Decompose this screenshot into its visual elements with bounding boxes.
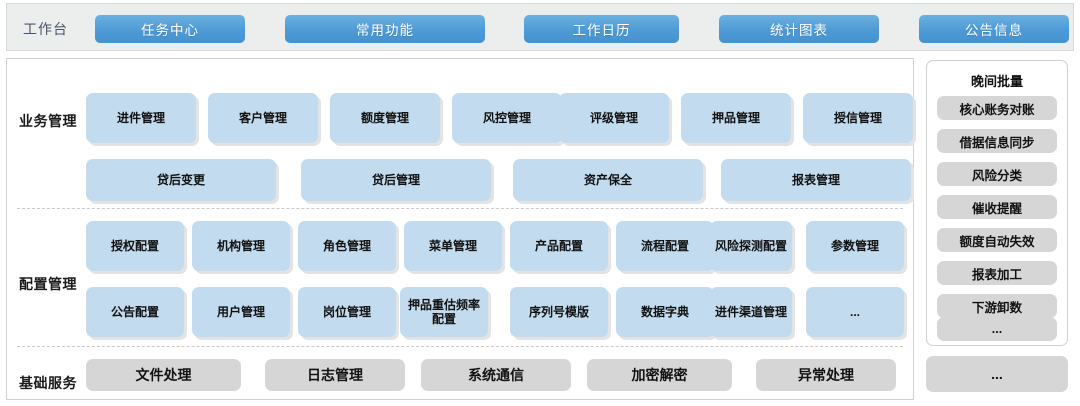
tile-s1-r1-3[interactable]: 押品重估频率配置 <box>400 287 488 337</box>
tile-label: 文件处理 <box>135 366 192 383</box>
batch-item-4[interactable]: 额度自动失效 <box>937 228 1057 252</box>
section-label-0: 业务管理 <box>19 113 77 129</box>
tile-s0-r0-2[interactable]: 额度管理 <box>330 93 440 143</box>
batch-item-5[interactable]: 报表加工 <box>937 261 1057 285</box>
tile-s1-r1-0[interactable]: 公告配置 <box>86 287 184 337</box>
toolbar-tab-4[interactable]: 公告信息 <box>919 15 1069 43</box>
tile-label: 菜单管理 <box>428 238 477 253</box>
tile-s1-r0-4[interactable]: 产品配置 <box>510 221 608 271</box>
tile-s2-r0-1[interactable]: 日志管理 <box>265 359 405 391</box>
tile-label: 日志管理 <box>307 366 363 383</box>
tile-label: 贷后管理 <box>371 172 420 187</box>
batch-item-7[interactable]: ... <box>937 317 1057 341</box>
tile-label: 机构管理 <box>216 238 265 253</box>
tile-s1-r0-0[interactable]: 授权配置 <box>86 221 184 271</box>
tile-label: 岗位管理 <box>322 304 371 319</box>
tile-label: 评级管理 <box>589 110 638 125</box>
nightly-batch-panel: 晚间批量 核心账务对账借据信息同步风险分类催收提醒额度自动失效报表加工下游卸数.… <box>926 60 1068 346</box>
batch-item-6[interactable]: 下游卸数 <box>937 294 1057 318</box>
tile-label: 流程配置 <box>640 238 689 253</box>
tile-s2-r0-3[interactable]: 加密解密 <box>587 359 732 391</box>
tile-s1-r0-7[interactable]: 参数管理 <box>806 221 904 271</box>
tile-s2-r0-2[interactable]: 系统通信 <box>421 359 571 391</box>
section-divider-0 <box>17 208 903 209</box>
tile-s2-r0-0[interactable]: 文件处理 <box>86 359 241 391</box>
tile-s0-r1-3[interactable]: 报表管理 <box>721 159 911 201</box>
tile-s0-r1-1[interactable]: 贷后管理 <box>301 159 491 201</box>
toolbar-tab-1[interactable]: 常用功能 <box>285 15 485 43</box>
toolbar-tab-0[interactable]: 任务中心 <box>95 15 245 43</box>
tile-label: 授信管理 <box>833 110 882 125</box>
tile-label: 异常处理 <box>798 366 854 383</box>
tile-s0-r1-2[interactable]: 资产保全 <box>513 159 703 201</box>
tile-label: 押品重估频率配置 <box>407 297 480 326</box>
tile-label: 客户管理 <box>238 110 287 125</box>
tile-label: 进件管理 <box>116 110 165 125</box>
top-toolbar: 工作台 任务中心 常用功能 工作日历 统计图表 公告信息 <box>6 3 1074 51</box>
tile-s2-r0-4[interactable]: 异常处理 <box>756 359 896 391</box>
tile-s1-r1-5[interactable]: 数据字典 <box>616 287 714 337</box>
tile-s0-r0-0[interactable]: 进件管理 <box>86 93 196 143</box>
batch-item-2[interactable]: 风险分类 <box>937 162 1057 186</box>
tile-label: 报表管理 <box>791 172 840 187</box>
tile-s1-r1-7[interactable]: ... <box>806 287 904 337</box>
tile-s0-r0-3[interactable]: 风控管理 <box>452 93 562 143</box>
tile-s0-r1-0[interactable]: 贷后变更 <box>86 159 276 201</box>
batch-item-0[interactable]: 核心账务对账 <box>937 96 1057 120</box>
tile-s0-r0-6[interactable]: 授信管理 <box>803 93 913 143</box>
workbench-label: 工作台 <box>23 21 68 37</box>
tile-s1-r0-1[interactable]: 机构管理 <box>192 221 290 271</box>
tile-s1-r0-6[interactable]: 风险探测配置 <box>710 221 792 271</box>
batch-item-1[interactable]: 借据信息同步 <box>937 129 1057 153</box>
tile-label: 用户管理 <box>216 304 265 319</box>
main-panel: 业务管理 进件管理 客户管理 额度管理 风控管理 评级管理 押品管理 授信管理贷后变更 贷后管理… <box>6 58 914 400</box>
section-label-2: 基础服务 <box>19 375 77 391</box>
tile-s1-r0-5[interactable]: 流程配置 <box>616 221 714 271</box>
tile-label: 角色管理 <box>322 238 371 253</box>
tile-label: 数据字典 <box>640 304 689 319</box>
tile-s1-r1-1[interactable]: 用户管理 <box>192 287 290 337</box>
tile-label: 序列号模版 <box>528 304 589 319</box>
tile-s1-r1-2[interactable]: 岗位管理 <box>298 287 396 337</box>
tile-s1-r0-3[interactable]: 菜单管理 <box>404 221 502 271</box>
tile-label: 风控管理 <box>482 110 531 125</box>
nightly-batch-title: 晚间批量 <box>970 74 1023 89</box>
tile-s0-r0-5[interactable]: 押品管理 <box>681 93 791 143</box>
tile-label: 公告配置 <box>110 304 159 319</box>
tile-label: 风险探测配置 <box>714 238 787 253</box>
tile-label: 产品配置 <box>534 238 583 253</box>
tile-s0-r0-1[interactable]: 客户管理 <box>208 93 318 143</box>
tile-s1-r0-2[interactable]: 角色管理 <box>298 221 396 271</box>
toolbar-tab-3[interactable]: 统计图表 <box>719 15 879 43</box>
batch-more-button[interactable]: ... <box>926 356 1068 392</box>
section-divider-1 <box>17 346 903 347</box>
tile-s1-r1-6[interactable]: 进件渠道管理 <box>710 287 792 337</box>
batch-item-3[interactable]: 催收提醒 <box>937 195 1057 219</box>
tile-label: ... <box>849 304 860 319</box>
tile-label: 系统通信 <box>468 366 524 383</box>
tile-label: 额度管理 <box>360 110 409 125</box>
tile-s1-r1-4[interactable]: 序列号模版 <box>510 287 608 337</box>
tile-s0-r0-4[interactable]: 评级管理 <box>559 93 669 143</box>
tile-label: 资产保全 <box>583 172 632 187</box>
tile-label: 参数管理 <box>830 238 879 253</box>
tile-label: 加密解密 <box>631 366 688 383</box>
section-label-1: 配置管理 <box>19 276 77 292</box>
tile-label: 进件渠道管理 <box>714 304 787 319</box>
tile-label: 授权配置 <box>110 238 159 253</box>
tile-label: 贷后变更 <box>156 172 205 187</box>
toolbar-tab-2[interactable]: 工作日历 <box>524 15 679 43</box>
tile-label: 押品管理 <box>711 110 760 125</box>
